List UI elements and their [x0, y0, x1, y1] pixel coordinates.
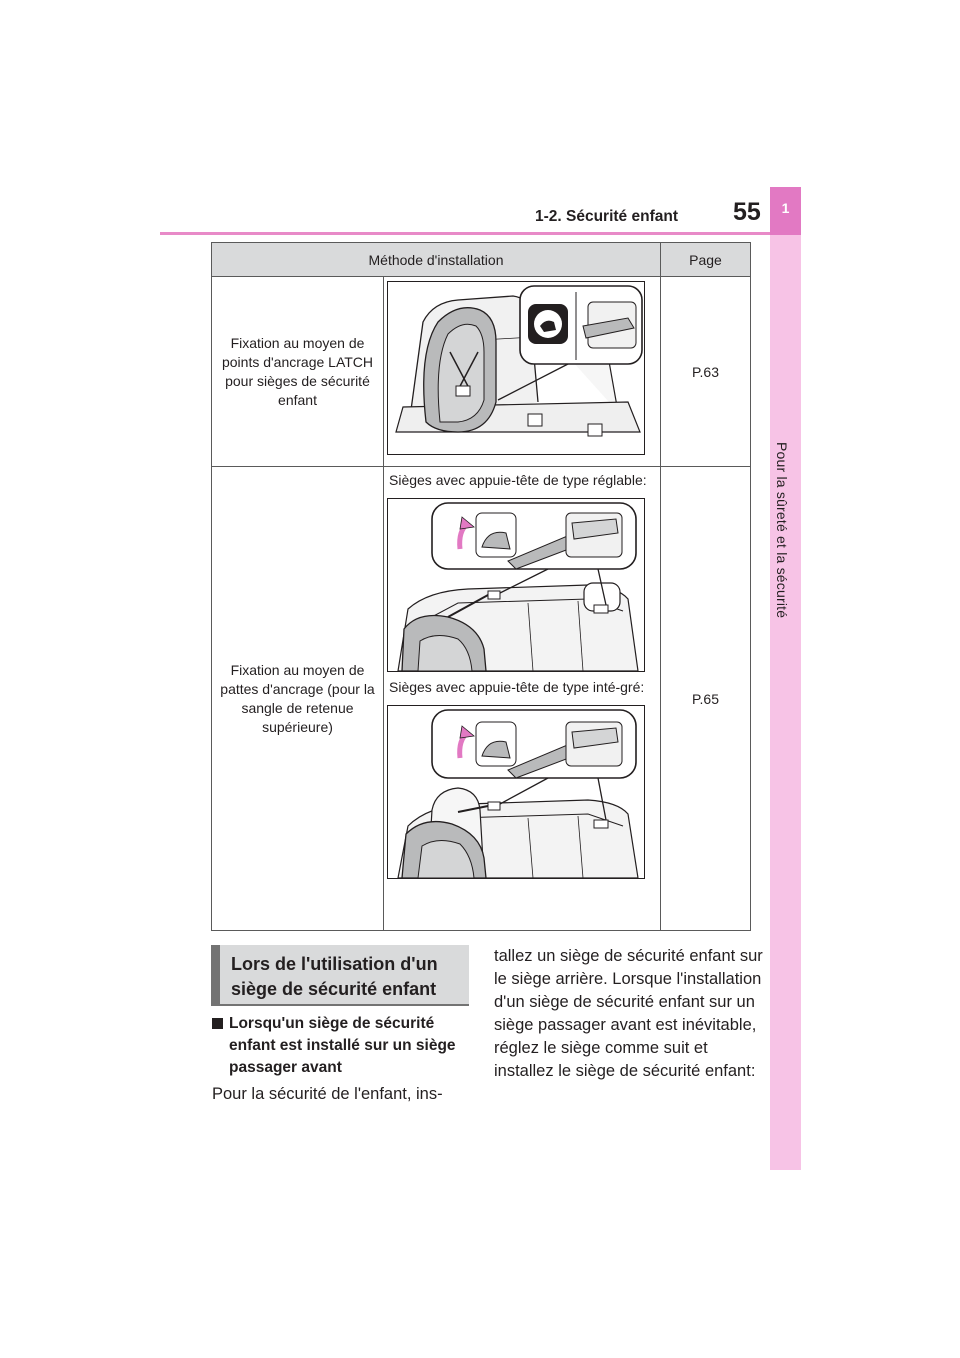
sub-label-adjustable-headrest: Sièges avec appuie-tête de type réglable… — [389, 472, 647, 488]
sub-label-integrated-headrest: Sièges avec appuie-tête de type inté-gré… — [389, 679, 645, 695]
body-text-right: tallez un siège de sécurité enfant sur l… — [494, 947, 763, 1080]
latch-anchor-illustration — [387, 281, 645, 455]
installation-method-table: Méthode d'installation Page Fixation au … — [211, 242, 751, 931]
figure-cell-latch — [383, 276, 661, 467]
chapter-label: Pour la sûreté et la sécurité — [774, 442, 790, 619]
header-method: Méthode d'installation — [211, 242, 661, 277]
page-number: 55 — [733, 198, 761, 226]
page-ref-latch: P.63 — [660, 276, 751, 467]
section-title: 1-2. Sécurité enfant — [535, 208, 678, 225]
header-rule — [160, 232, 770, 235]
tether-adjustable-headrest-illustration — [387, 498, 645, 672]
bullet-heading: Lorsqu'un siège de sécurité enfant est i… — [212, 1013, 474, 1079]
body-text-left: Pour la sécurité de l'enfant, ins- — [212, 1085, 443, 1103]
figure-cell-top-tether: Sièges avec appuie-tête de type réglable… — [383, 466, 661, 931]
tether-integrated-headrest-illustration — [387, 705, 645, 879]
method-latch: Fixation au moyen de points d'ancrage LA… — [211, 276, 384, 467]
square-bullet-icon — [212, 1018, 223, 1029]
subheading-rule — [211, 1004, 469, 1006]
table-header-row: Méthode d'installation Page — [211, 242, 751, 277]
table-row: Fixation au moyen de pattes d'ancrage (p… — [211, 466, 751, 931]
table-row: Fixation au moyen de points d'ancrage LA… — [211, 276, 751, 467]
section-subheading: Lors de l'utilisation d'un siège de sécu… — [211, 945, 469, 1004]
chapter-side-tab: Pour la sûreté et la sécurité — [770, 187, 801, 1170]
header-page: Page — [660, 242, 751, 277]
chapter-number: 1 — [781, 200, 790, 216]
method-top-tether: Fixation au moyen de pattes d'ancrage (p… — [211, 466, 384, 931]
page-ref-top-tether: P.65 — [660, 466, 751, 931]
chapter-number-box — [770, 187, 801, 235]
bullet-heading-text: Lorsqu'un siège de sécurité enfant est i… — [229, 1015, 456, 1076]
